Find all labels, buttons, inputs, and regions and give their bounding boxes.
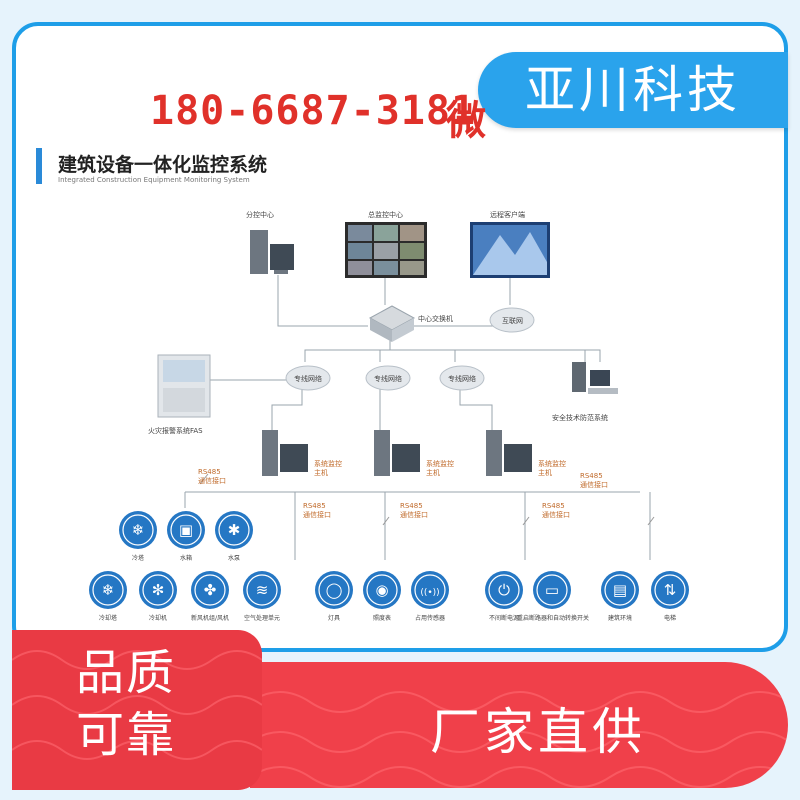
rs485-label-5: RS485 通信接口 bbox=[580, 472, 608, 489]
wave-pattern bbox=[250, 691, 788, 788]
icon-label: 冷却机 bbox=[148, 615, 167, 622]
diagram-title: 建筑设备一体化监控系统 bbox=[58, 154, 268, 176]
svg-text:⇅: ⇅ bbox=[664, 581, 677, 599]
private-net-cloud-1-icon bbox=[285, 365, 331, 391]
host-label-3: 系统监控 主机 bbox=[538, 460, 566, 477]
internet-label: 互联网 bbox=[502, 317, 523, 325]
private-net-cloud-2-icon bbox=[365, 365, 411, 391]
rs485-label-1: RS485 通信接口 bbox=[198, 468, 226, 485]
monitor-icon: ▤ bbox=[601, 571, 639, 609]
private-net-label-1: 专线网络 bbox=[294, 375, 322, 383]
rs485-label-2: RS485 通信接口 bbox=[303, 502, 331, 519]
chiller-icon: ❄ bbox=[89, 571, 127, 609]
central-switch-label: 中心交换机 bbox=[418, 315, 453, 323]
svg-text:✱: ✱ bbox=[228, 521, 241, 539]
network-diagram bbox=[184, 275, 655, 560]
meter-icon: ◉ bbox=[363, 571, 401, 609]
svg-text:▤: ▤ bbox=[613, 581, 627, 599]
icon-label: 冷塔 bbox=[131, 555, 144, 562]
security-station-icon bbox=[572, 362, 618, 394]
host-label-1: 系统监控 主机 bbox=[314, 460, 342, 477]
fire-alarm-label: 火灾报警系统FAS bbox=[148, 427, 203, 435]
brand-banner: 亚川科技 bbox=[478, 52, 788, 128]
svg-text:❄: ❄ bbox=[132, 521, 145, 539]
quality-badge: 品质 可靠 bbox=[12, 630, 262, 790]
icon-label: 新风机组/风机 bbox=[190, 615, 230, 622]
snowflake-icon: ✻ bbox=[139, 571, 177, 609]
svg-text:✤: ✤ bbox=[204, 581, 217, 599]
icon-label: 电梯 bbox=[663, 615, 676, 622]
icon-label: 建筑环境 bbox=[607, 615, 632, 622]
quality-wave-pattern bbox=[12, 650, 262, 760]
host-1-icon bbox=[262, 430, 308, 476]
private-net-label-3: 专线网络 bbox=[448, 375, 476, 383]
power-icon: ⏻ bbox=[485, 571, 523, 609]
host-3-icon bbox=[486, 430, 532, 476]
svg-text:✻: ✻ bbox=[152, 581, 165, 599]
phone-suffix: 微 bbox=[446, 98, 486, 144]
private-net-label-2: 专线网络 bbox=[374, 375, 402, 383]
icon-label: 重启断路器和自动转换开关 bbox=[517, 615, 590, 622]
title-accent-bar bbox=[36, 148, 42, 184]
remote-display-icon bbox=[470, 222, 550, 278]
security-label: 安全技术防范系统 bbox=[552, 414, 608, 422]
private-net-cloud-3-icon bbox=[439, 365, 485, 391]
water-pump-icon: ✱ bbox=[215, 511, 253, 549]
elevator-icon: ⇅ bbox=[651, 571, 689, 609]
phone-number: 180-6687-3181 bbox=[150, 88, 477, 134]
cooling-tower-icon: ❄ bbox=[119, 511, 157, 549]
branch-center-label: 分控中心 bbox=[246, 211, 274, 219]
main-monitor-label: 总监控中心 bbox=[368, 211, 403, 219]
icon-label: 占用传感器 bbox=[414, 615, 445, 622]
slogan-ribbon: 厂家直供 bbox=[250, 662, 788, 788]
quality-text: 品质 可靠 bbox=[76, 642, 176, 766]
svg-text:((•)): ((•)) bbox=[420, 588, 439, 598]
icon-label: 水泵 bbox=[227, 555, 240, 562]
icon-label: 冷却塔 bbox=[98, 615, 117, 622]
icon-label: 照度表 bbox=[372, 615, 391, 622]
air-handler-icon: ≋ bbox=[243, 571, 281, 609]
video-wall-icon bbox=[345, 222, 427, 278]
diagram-subtitle: Integrated Construction Equipment Monito… bbox=[58, 176, 250, 184]
internet-cloud-icon bbox=[489, 307, 535, 333]
fire-alarm-cabinet-icon bbox=[157, 354, 211, 418]
icon-label: 灯具 bbox=[327, 615, 340, 622]
branch-pc-icon bbox=[250, 230, 294, 274]
quality-line-1: 品质 bbox=[76, 645, 177, 701]
lightbulb-icon: ◯ bbox=[315, 571, 353, 609]
svg-text:▭: ▭ bbox=[545, 581, 559, 599]
rs485-label-3: RS485 通信接口 bbox=[400, 502, 428, 519]
fan-icon: ✤ bbox=[191, 571, 229, 609]
quality-line-2: 可靠 bbox=[76, 707, 177, 763]
host-label-2: 系统监控 主机 bbox=[426, 460, 454, 477]
sensor-icon: ((•)) bbox=[411, 571, 449, 609]
central-switch-icon bbox=[368, 305, 416, 342]
svg-text:◉: ◉ bbox=[375, 581, 388, 599]
svg-text:⏻: ⏻ bbox=[498, 581, 510, 599]
water-tank-icon: ▣ bbox=[167, 511, 205, 549]
icon-label: 水箱 bbox=[179, 555, 192, 562]
svg-text:≋: ≋ bbox=[256, 581, 269, 599]
slogan-text: 厂家直供 bbox=[430, 703, 646, 761]
svg-text:◯: ◯ bbox=[326, 581, 343, 599]
icon-label: 空气处理单元 bbox=[243, 615, 280, 622]
host-2-icon bbox=[374, 430, 420, 476]
rs485-label-4: RS485 通信接口 bbox=[542, 502, 570, 519]
icon-label: 不间断电源 bbox=[488, 615, 519, 622]
svg-text:❄: ❄ bbox=[102, 581, 115, 599]
remote-client-label: 远程客户端 bbox=[490, 211, 525, 219]
svg-text:▣: ▣ bbox=[179, 521, 193, 539]
switch-icon: ▭ bbox=[533, 571, 571, 609]
